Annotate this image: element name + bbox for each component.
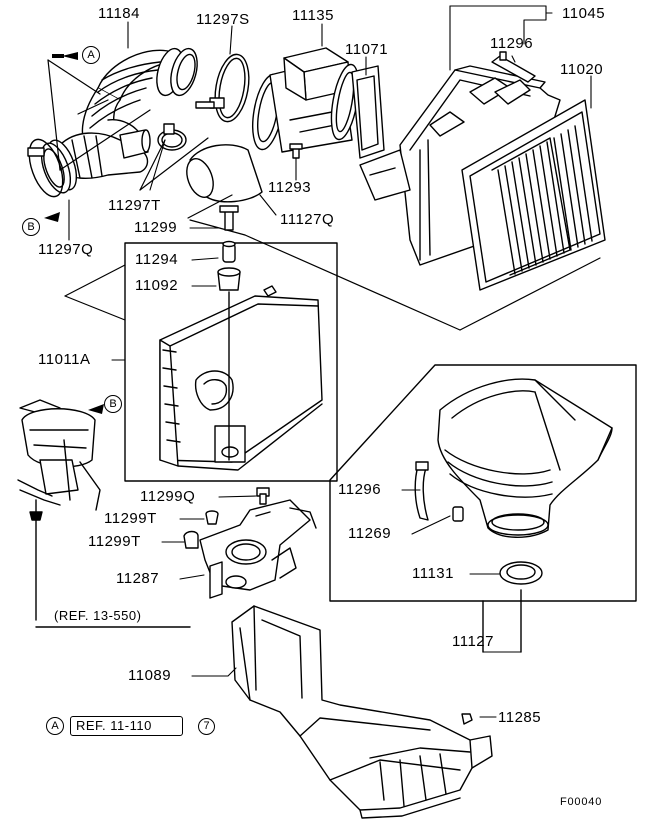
label-11299T-upper: 11299T bbox=[104, 510, 157, 527]
engine-side-detail bbox=[17, 399, 191, 628]
label-11092: 11092 bbox=[135, 277, 179, 294]
label-11297Q: 11297Q bbox=[38, 241, 94, 258]
inlet-duct-large-drawing bbox=[414, 378, 613, 585]
inlet-duct-small-drawing bbox=[186, 144, 263, 203]
label-11045: 11045 bbox=[562, 5, 606, 22]
figure-code: F00040 bbox=[560, 796, 603, 808]
label-11127Q: 11127Q bbox=[280, 211, 335, 228]
filter-element-drawing bbox=[461, 99, 606, 291]
label-11296-top: 11296 bbox=[490, 35, 534, 52]
label-11071: 11071 bbox=[345, 41, 389, 58]
lower-duct-drawing bbox=[231, 605, 493, 819]
label-11131: 11131 bbox=[412, 565, 454, 582]
leader-lines bbox=[68, 5, 592, 718]
label-11011A: 11011A bbox=[38, 351, 91, 368]
view-marker-b-side: B bbox=[104, 395, 122, 413]
assembly-outline bbox=[47, 59, 601, 331]
label-11294: 11294 bbox=[135, 251, 179, 268]
duct-callout-box bbox=[329, 364, 637, 602]
label-11299: 11299 bbox=[134, 219, 178, 236]
label-11287: 11287 bbox=[116, 570, 160, 587]
label-11020: 11020 bbox=[560, 61, 604, 78]
label-11269: 11269 bbox=[348, 525, 392, 542]
label-11089: 11089 bbox=[128, 667, 172, 684]
bracket-drawing bbox=[183, 487, 317, 599]
label-11297T: 11297T bbox=[108, 197, 161, 214]
label-11135: 11135 bbox=[292, 7, 334, 24]
air-flow-sensor-drawing bbox=[252, 47, 385, 159]
label-11293: 11293 bbox=[268, 179, 312, 196]
reference-11-110: REF. 11-110 bbox=[70, 716, 183, 736]
view-marker-a-top: A bbox=[82, 46, 100, 64]
view-marker-b-left: B bbox=[22, 218, 40, 236]
hose-clamps-drawing bbox=[27, 53, 250, 198]
view-arrows bbox=[44, 52, 104, 414]
label-11299Q: 11299Q bbox=[140, 488, 196, 505]
label-11127: 11127 bbox=[452, 633, 494, 650]
label-11285: 11285 bbox=[498, 709, 542, 726]
label-11297S: 11297S bbox=[196, 11, 250, 28]
view-marker-a-bottom: A bbox=[46, 717, 64, 735]
reference-11-110-number: 7 bbox=[198, 718, 215, 735]
label-11184: 11184 bbox=[98, 5, 140, 22]
reference-11-110-text: REF. 11-110 bbox=[76, 718, 152, 733]
label-11296-right: 11296 bbox=[338, 481, 382, 498]
reference-13-550: (REF. 13-550) bbox=[54, 608, 142, 623]
air-cleaner-case-drawing bbox=[159, 205, 323, 471]
label-11299T-lower: 11299T bbox=[88, 533, 141, 550]
